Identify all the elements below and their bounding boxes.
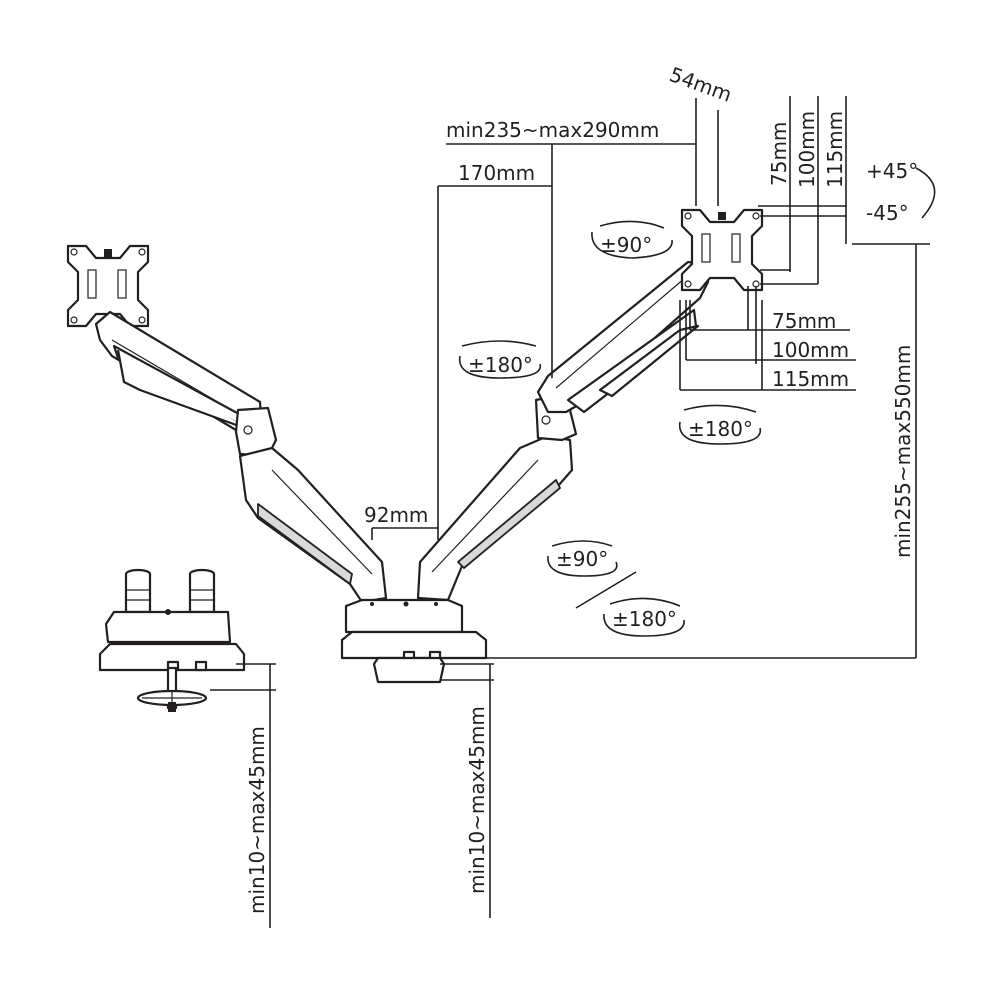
right-lower-arm bbox=[416, 434, 574, 602]
desk-thickness-right-label: min10~max45mm bbox=[465, 706, 489, 894]
arm-rotation-label: ±180° bbox=[468, 353, 533, 377]
arm-rotation-right-label: ±180° bbox=[688, 417, 753, 441]
base-rotation-label: ±180° bbox=[612, 607, 677, 631]
rotation-arrow-icon bbox=[603, 613, 685, 637]
vesa-h115-label: 115mm bbox=[823, 111, 847, 188]
rotation-arrow-icon bbox=[678, 421, 762, 445]
right-upper-arm bbox=[536, 260, 710, 414]
head-rotation-label: ±90° bbox=[600, 233, 652, 257]
tilt-up-label: +45° bbox=[866, 159, 918, 183]
height-label: min255~max550mm bbox=[891, 345, 915, 558]
mid-rotation-label: ±90° bbox=[556, 547, 608, 571]
arm-length-label: min235~max290mm bbox=[446, 118, 659, 142]
vesa-w75-label: 75mm bbox=[772, 309, 836, 333]
left-vesa-plate bbox=[66, 244, 150, 328]
dimension-lines bbox=[210, 96, 930, 928]
vesa-h75-label: 75mm bbox=[767, 122, 791, 186]
desk-thickness-left-label: min10~max45mm bbox=[245, 726, 269, 914]
vesa-offset-label: 54mm bbox=[666, 62, 735, 107]
tilt-arrow-icon bbox=[915, 167, 936, 219]
pole-gap-label: 92mm bbox=[364, 503, 428, 527]
vesa-h100-label: 100mm bbox=[795, 111, 819, 188]
center-base bbox=[340, 598, 488, 684]
rotation-arrow-icon bbox=[547, 555, 618, 577]
rotation-arrow-icon bbox=[591, 231, 673, 259]
vesa-w115-label: 115mm bbox=[772, 367, 849, 391]
vesa-w100-label: 100mm bbox=[772, 338, 849, 362]
clamp-detail bbox=[98, 568, 246, 712]
right-arm bbox=[416, 208, 764, 602]
tilt-down-label: -45° bbox=[866, 201, 909, 225]
right-vesa-plate bbox=[680, 208, 764, 292]
left-arm bbox=[66, 244, 388, 604]
rotation-arrow-icon bbox=[458, 355, 542, 379]
rotation-indicators bbox=[458, 167, 936, 637]
arm-reach-label: 170mm bbox=[458, 161, 535, 185]
